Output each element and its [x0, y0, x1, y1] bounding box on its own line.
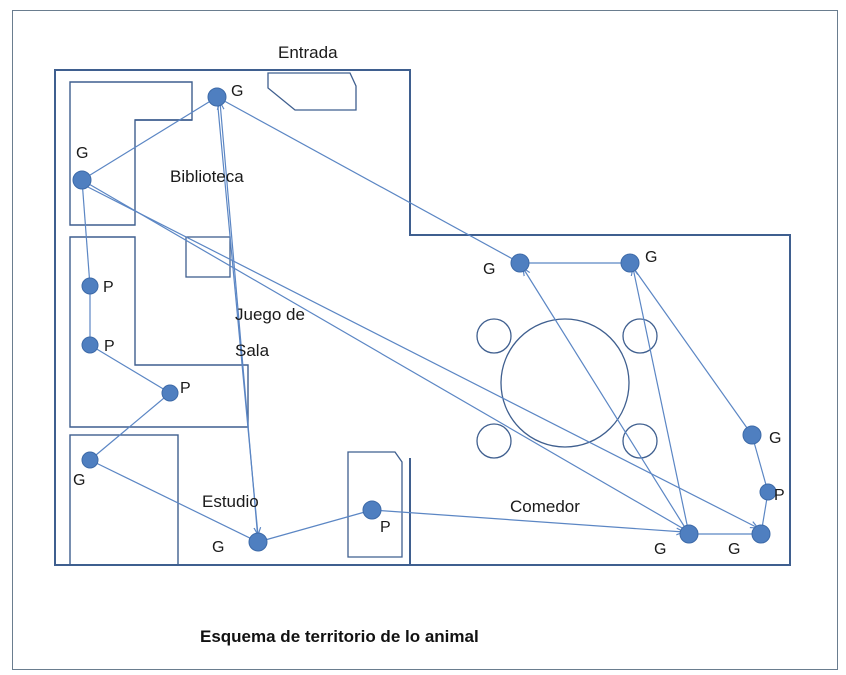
node-label: G: [728, 541, 740, 558]
room-label-comedor: Comedor: [510, 497, 580, 516]
node-g-top: [207, 87, 227, 107]
node-g-bottom-mid: [679, 524, 699, 544]
node-p-desk: [362, 500, 382, 520]
node-label: P: [380, 519, 391, 536]
node-g-comedor-left: [510, 253, 530, 273]
room-label-juego: Juego de: [235, 305, 305, 324]
node-label: G: [73, 472, 85, 489]
node-label: P: [104, 338, 115, 355]
estudio-room: [69, 434, 179, 566]
study-desk: [347, 451, 403, 558]
node-labels: G G P P P G G P G G G G G P: [73, 83, 785, 558]
node-label: P: [774, 487, 785, 504]
diagram-caption: Esquema de territorio de lo animal: [200, 627, 479, 646]
chair-bottom-left: [476, 423, 512, 459]
room-label-entrada: Entrada: [278, 43, 338, 62]
node-label: P: [180, 380, 191, 397]
node-label: G: [645, 249, 657, 266]
room-label-sala: Sala: [235, 341, 270, 360]
chair-bottom-right: [622, 423, 658, 459]
node-p-right: [759, 483, 777, 501]
paths: [82, 96, 769, 543]
node-g-right: [742, 425, 762, 445]
node-g-biblioteca: [72, 170, 92, 190]
dining-table: [500, 318, 630, 448]
node-g-comedor-right: [620, 253, 640, 273]
node-g-bottom-right: [751, 524, 771, 544]
nodes: [72, 87, 777, 552]
node-p-sala: [161, 384, 179, 402]
diagram-frame: [12, 10, 838, 670]
node-label: G: [769, 430, 781, 447]
node-label: G: [76, 145, 88, 162]
chair-top-left: [476, 318, 512, 354]
room-label-estudio: Estudio: [202, 492, 259, 511]
node-label: G: [212, 539, 224, 556]
node-g-estudio-left: [81, 451, 99, 469]
node-label: G: [654, 541, 666, 558]
node-label: G: [483, 261, 495, 278]
node-p-middle: [81, 336, 99, 354]
node-p-upper: [81, 277, 99, 295]
room-label-biblioteca: Biblioteca: [170, 167, 244, 186]
chair-top-right: [622, 318, 658, 354]
entrada-door: [267, 72, 357, 111]
sala-cabinet: [185, 236, 231, 278]
node-g-estudio: [248, 532, 268, 552]
node-label: G: [231, 83, 243, 100]
juego-room: [69, 236, 249, 428]
node-label: P: [103, 279, 114, 296]
